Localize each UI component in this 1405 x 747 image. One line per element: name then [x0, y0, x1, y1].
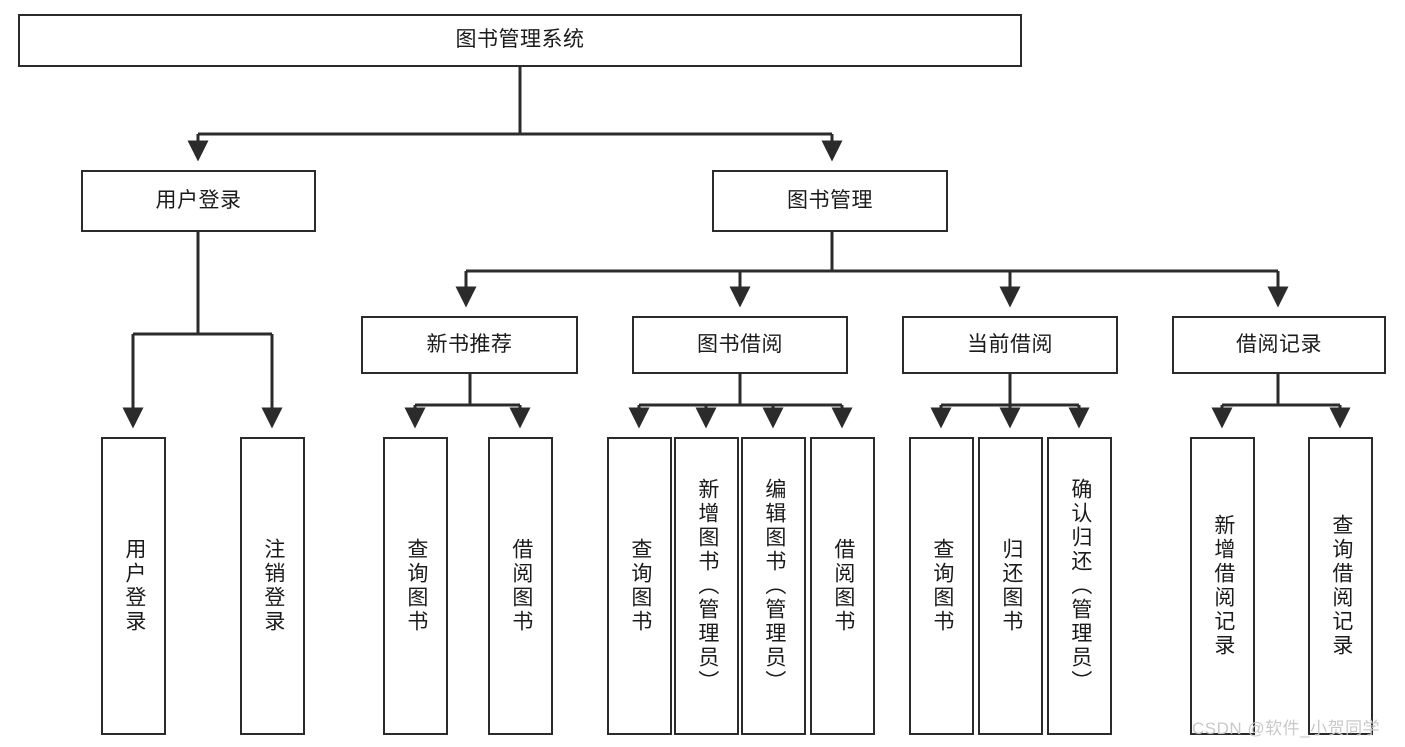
leaf-book-borrow-edit-book-admin[interactable]: 编辑图书（管理员）	[741, 437, 806, 735]
node-label: 新书推荐	[426, 332, 513, 356]
node-label: 图书管理	[787, 188, 873, 212]
node-label: 归还图书	[999, 538, 1023, 634]
node-label: 借阅记录	[1236, 332, 1322, 356]
node-book-management[interactable]: 图书管理	[712, 170, 948, 232]
node-label: 查询借阅记录	[1329, 514, 1353, 658]
csdn-watermark: CSDN @软件_小贺同学	[1192, 719, 1381, 738]
node-label: 当前借阅	[967, 332, 1053, 356]
node-label: 图书借阅	[697, 332, 783, 356]
leaf-user-login-logout[interactable]: 注销登录	[240, 437, 305, 735]
node-label: 编辑图书（管理员）	[762, 478, 786, 694]
node-borrowing-record[interactable]: 借阅记录	[1172, 316, 1386, 374]
leaf-borrow-record-query-record[interactable]: 查询借阅记录	[1308, 437, 1373, 735]
node-label: 借阅图书	[509, 538, 533, 634]
node-label: 新增借阅记录	[1211, 514, 1235, 658]
leaf-current-borrow-query-book[interactable]: 查询图书	[909, 437, 974, 735]
node-label: 用户登录	[155, 188, 242, 212]
leaf-current-borrow-return-book[interactable]: 归还图书	[978, 437, 1043, 735]
node-label: 确认归还（管理员）	[1068, 478, 1092, 694]
node-current-borrowing[interactable]: 当前借阅	[902, 316, 1118, 374]
node-label: 用户登录	[122, 538, 146, 634]
leaf-book-borrow-add-book-admin[interactable]: 新增图书（管理员）	[674, 437, 739, 735]
leaf-borrow-record-add-record[interactable]: 新增借阅记录	[1190, 437, 1255, 735]
node-label: 查询图书	[404, 538, 428, 634]
leaf-current-borrow-confirm-return-admin[interactable]: 确认归还（管理员）	[1047, 437, 1112, 735]
leaf-book-borrow-borrow-book[interactable]: 借阅图书	[810, 437, 875, 735]
leaf-new-book-query-book[interactable]: 查询图书	[383, 437, 448, 735]
leaf-user-login-login[interactable]: 用户登录	[101, 437, 166, 735]
node-label: 查询图书	[628, 538, 652, 634]
node-label: 注销登录	[261, 538, 285, 634]
node-new-book-recommendation[interactable]: 新书推荐	[361, 316, 578, 374]
node-label: 借阅图书	[831, 538, 855, 634]
node-book-borrowing[interactable]: 图书借阅	[632, 316, 848, 374]
leaf-book-borrow-query-book[interactable]: 查询图书	[607, 437, 672, 735]
node-label: 图书管理系统	[455, 28, 585, 52]
node-user-login[interactable]: 用户登录	[81, 170, 316, 232]
node-label: 新增图书（管理员）	[695, 478, 719, 694]
node-label: 查询图书	[930, 538, 954, 634]
node-root-book-management-system[interactable]: 图书管理系统	[18, 14, 1022, 67]
leaf-new-book-borrow-book[interactable]: 借阅图书	[488, 437, 553, 735]
